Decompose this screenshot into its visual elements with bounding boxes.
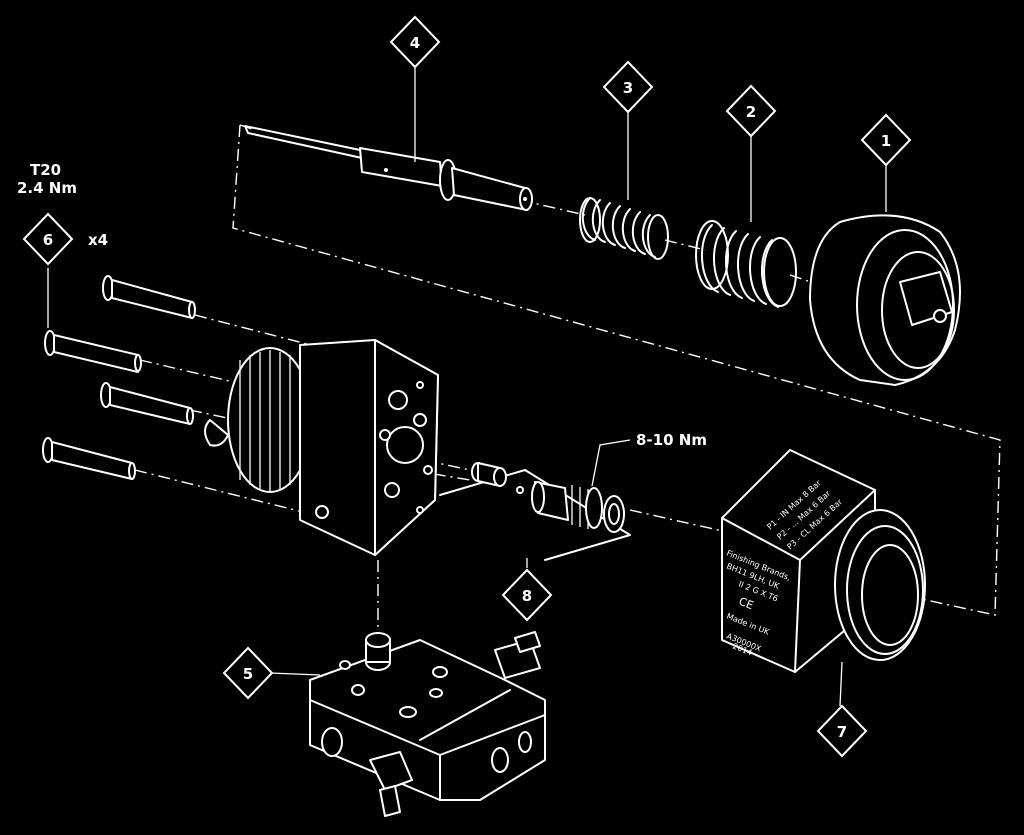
callout-6-number: 6 xyxy=(43,231,53,249)
assembly-lines xyxy=(134,124,1001,640)
valve-head-part xyxy=(204,339,439,556)
callout-5: 5 xyxy=(222,646,274,700)
callout-8: 8 xyxy=(501,568,553,622)
body-label-ce: CE xyxy=(737,595,755,613)
small-spring-part xyxy=(579,197,669,260)
callout-6: 6 xyxy=(22,212,74,266)
callout-3: 3 xyxy=(602,60,654,114)
torx-size-note: T20 xyxy=(30,161,61,179)
valve-torque-note: 8-10 Nm xyxy=(636,431,707,449)
callout-2: 2 xyxy=(725,84,777,138)
callout-leaders xyxy=(47,68,887,707)
large-spring-part xyxy=(695,220,797,308)
screw-torque-note: 2.4 Nm xyxy=(17,179,77,197)
valve-insert-part xyxy=(439,462,631,561)
callout-5-number: 5 xyxy=(243,665,253,683)
callout-4-number: 4 xyxy=(410,34,420,52)
callout-8-number: 8 xyxy=(522,587,532,605)
base-block-part xyxy=(309,631,546,817)
quantity-note: x4 xyxy=(88,231,108,249)
needle-stem-part xyxy=(244,125,533,211)
screws-part xyxy=(42,275,196,480)
main-body-part: P1 - IN Max 8 Bar P2 - ... Max 6 Bar P3 … xyxy=(721,449,926,673)
callout-1: 1 xyxy=(860,113,912,167)
callout-7: 7 xyxy=(816,704,868,758)
cap-part xyxy=(809,214,961,386)
callout-7-number: 7 xyxy=(837,723,847,741)
callout-3-number: 3 xyxy=(623,79,633,97)
callout-4: 4 xyxy=(389,15,441,69)
callout-2-number: 2 xyxy=(746,103,756,121)
callout-1-number: 1 xyxy=(881,132,891,150)
